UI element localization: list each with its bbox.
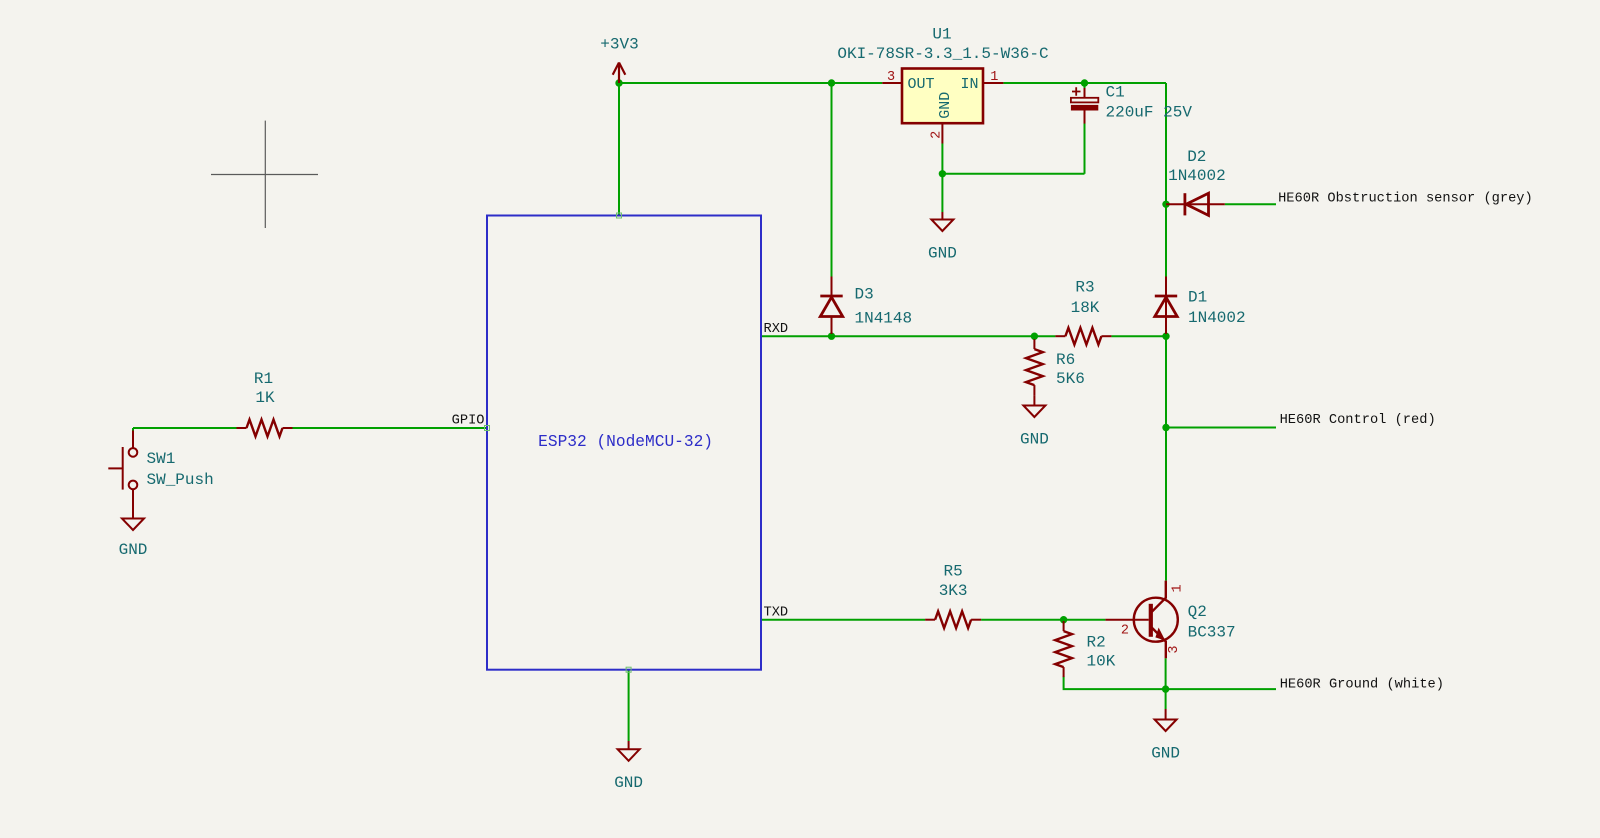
svg-text:R3: R3 [1075,278,1094,296]
svg-text:2: 2 [930,131,945,139]
svg-text:C1: C1 [1106,83,1125,101]
svg-text:SW1: SW1 [147,450,176,468]
svg-text:18K: 18K [1071,299,1100,317]
svg-text:5K6: 5K6 [1056,370,1085,388]
svg-text:1K: 1K [255,389,275,407]
svg-text:BC337: BC337 [1188,623,1236,641]
svg-text:D1: D1 [1188,288,1207,306]
svg-text:2: 2 [1121,623,1129,638]
svg-text:Q2: Q2 [1188,603,1207,621]
svg-text:IN: IN [960,76,978,93]
svg-text:1N4002: 1N4002 [1168,167,1226,185]
svg-text:R2: R2 [1087,633,1106,651]
svg-text:220uF 25V: 220uF 25V [1106,103,1193,121]
svg-text:1: 1 [1170,584,1185,592]
svg-text:GND: GND [928,244,957,262]
svg-text:TXD: TXD [764,605,789,620]
svg-text:OUT: OUT [908,76,935,93]
svg-text:3K3: 3K3 [939,582,968,600]
svg-text:GND: GND [1020,430,1049,448]
svg-text:ESP32 (NodeMCU-32): ESP32 (NodeMCU-32) [538,433,713,451]
svg-text:R1: R1 [254,370,273,388]
svg-text:R6: R6 [1056,351,1075,369]
svg-text:1N4002: 1N4002 [1188,309,1246,327]
svg-text:1N4148: 1N4148 [855,310,913,328]
svg-text:HE60R Obstruction sensor (grey: HE60R Obstruction sensor (grey) [1278,192,1533,207]
svg-text:GND: GND [119,541,148,559]
svg-text:GPIO: GPIO [452,413,485,428]
svg-text:U1: U1 [932,26,951,44]
svg-text:GND: GND [1151,744,1180,762]
svg-text:3: 3 [1167,646,1182,654]
svg-text:+3V3: +3V3 [600,36,638,54]
svg-text:RXD: RXD [764,322,789,337]
svg-text:OKI-78SR-3.3_1.5-W36-C: OKI-78SR-3.3_1.5-W36-C [837,45,1048,63]
svg-text:10K: 10K [1087,653,1116,671]
svg-text:1: 1 [990,70,998,85]
svg-text:D2: D2 [1187,148,1206,166]
svg-text:SW_Push: SW_Push [147,471,214,489]
svg-text:GND: GND [614,774,643,792]
svg-text:GND: GND [937,92,954,119]
svg-text:D3: D3 [855,286,874,304]
svg-text:HE60R Ground (white): HE60R Ground (white) [1280,677,1444,692]
svg-text:R5: R5 [943,563,962,581]
svg-text:HE60R Control (red): HE60R Control (red) [1280,413,1436,428]
svg-text:3: 3 [887,70,895,85]
